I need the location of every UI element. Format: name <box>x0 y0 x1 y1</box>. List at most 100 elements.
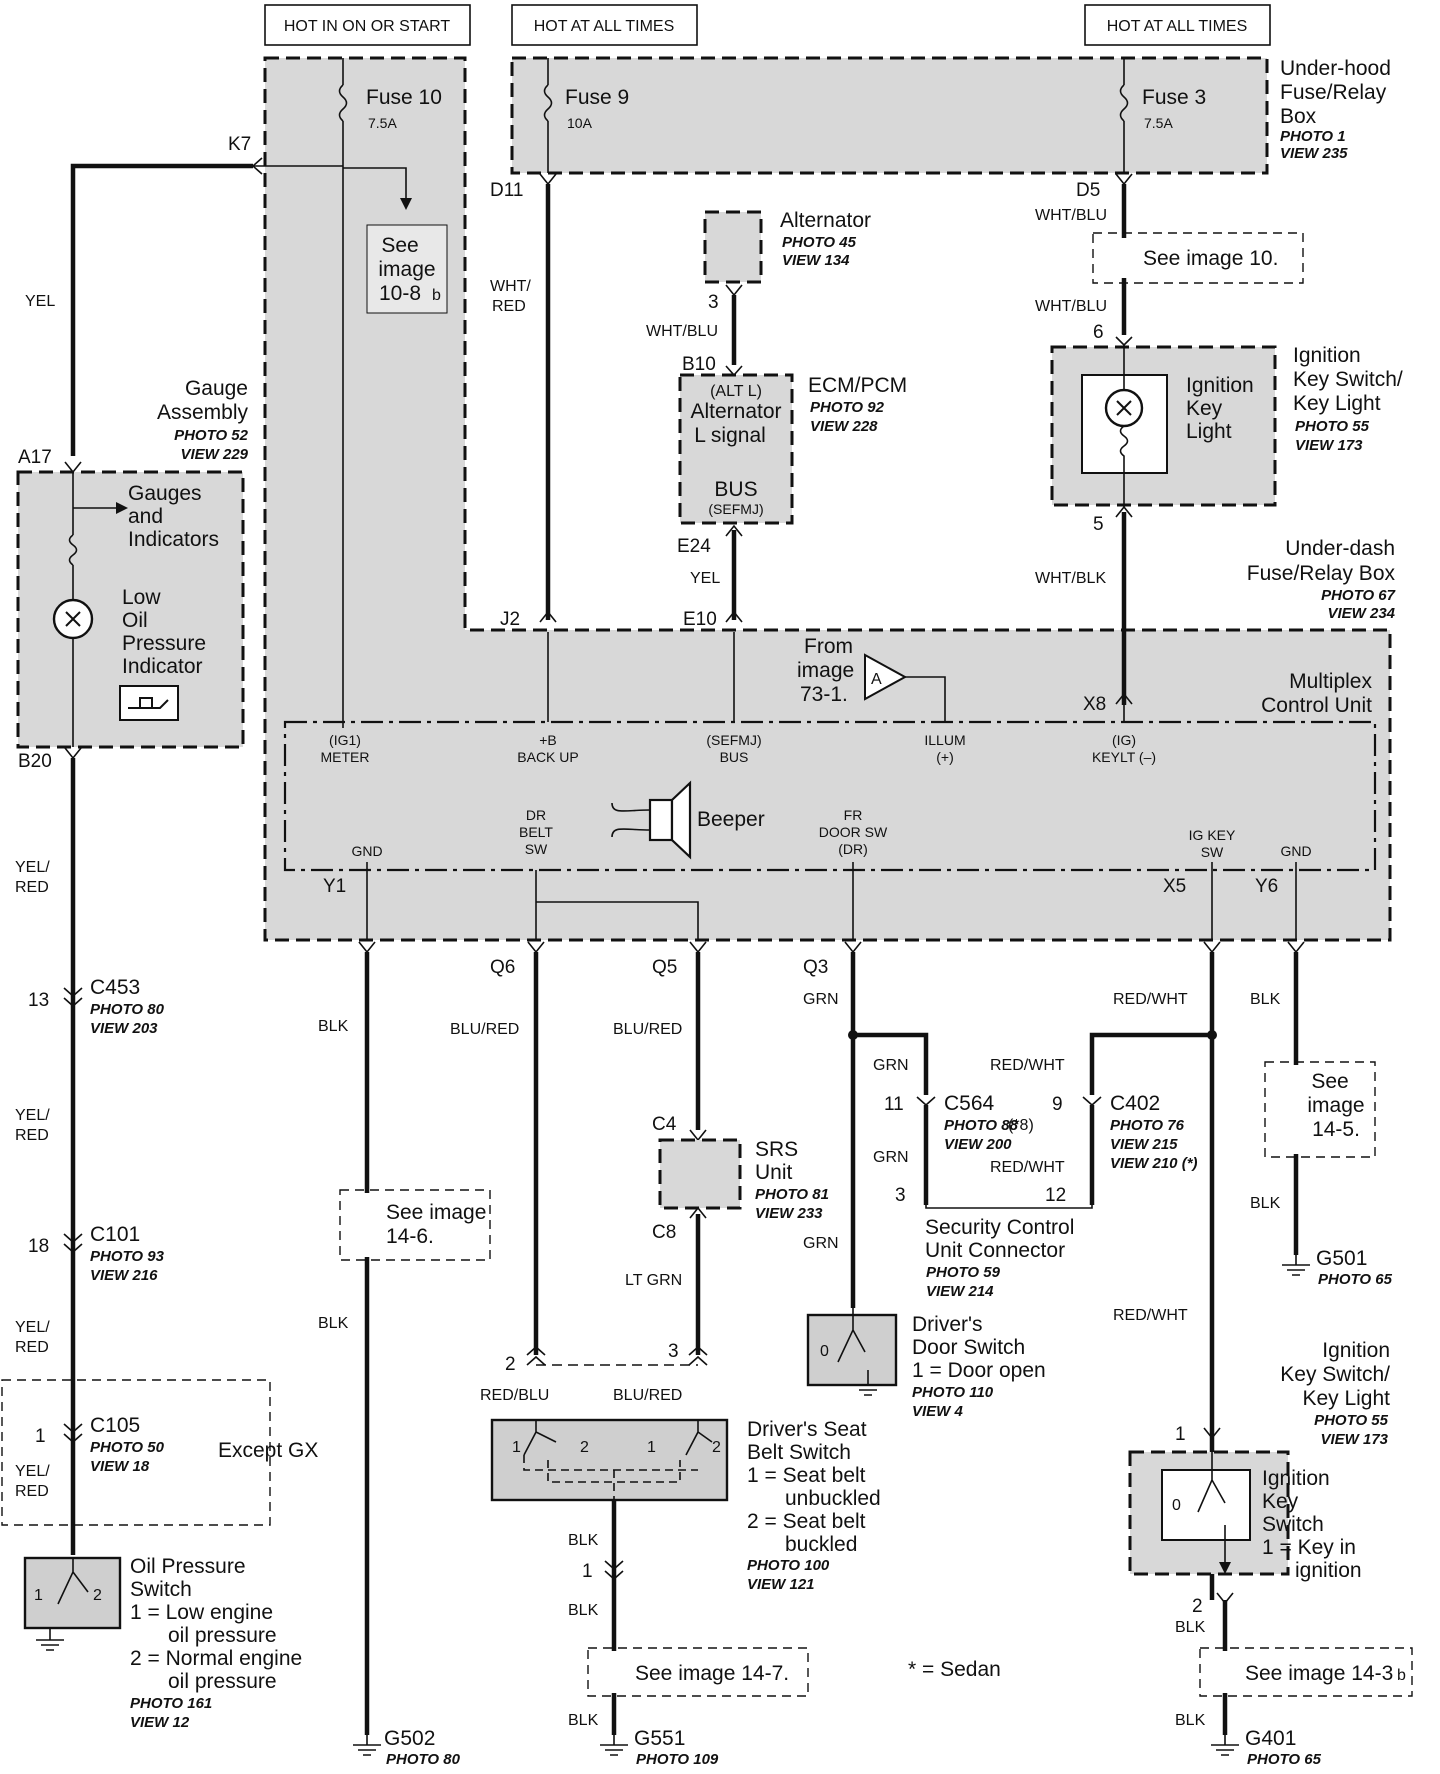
see-image-14-7-gap <box>606 1651 622 1693</box>
see-image-14-6-line1: See image <box>386 1201 486 1224</box>
g502-name: G502 <box>384 1727 435 1750</box>
mcu-term-ig1-b: METER <box>321 749 370 765</box>
gauge-inner-1: Gauges <box>128 482 202 505</box>
wire-label-wht-blu-2: WHT/BLU <box>1035 207 1107 224</box>
see-image-10-box <box>1092 232 1304 284</box>
wire-label-blk-2: BLK <box>318 1315 349 1332</box>
c101-pin: 18 <box>28 1236 49 1257</box>
c453-name: C453 <box>90 976 140 999</box>
alt-pin3-connector-icon <box>725 284 743 297</box>
key-switch-contact-icon <box>1197 1452 1226 1513</box>
seat-switch-contacts-icon <box>523 1420 713 1456</box>
alternator-name: Alternator <box>780 209 871 232</box>
oil-switch-contact-icon <box>57 1558 89 1605</box>
oil-sw-name-4: oil pressure <box>168 1624 277 1647</box>
key-sw-inner-2: Key <box>1262 1490 1299 1513</box>
c105-name: C105 <box>90 1414 140 1437</box>
fuse9-amp: 10A <box>567 115 593 131</box>
c564-note: (*8) <box>1008 1117 1034 1134</box>
mcu-drbelt-branch-line <box>536 901 699 940</box>
key-light-filament-icon <box>1116 400 1132 416</box>
pin-q3: Q3 <box>803 957 828 978</box>
key-light-inner-3: Light <box>1186 420 1232 443</box>
pin-k7: K7 <box>228 134 251 155</box>
seat-name-1: Driver's Seat <box>747 1418 867 1441</box>
c101-name: C101 <box>90 1223 140 1246</box>
g551-photo: PHOTO 109 <box>636 1751 719 1768</box>
wire-label-red-wht-3: RED/WHT <box>990 1159 1065 1176</box>
see-image-14-3-suffix: b <box>1397 1667 1406 1684</box>
key-sw-inner-1: Ignition <box>1262 1467 1330 1490</box>
gauge-branch-arrow-icon <box>116 502 128 514</box>
wire-label-red-wht-2: RED/WHT <box>990 1057 1065 1074</box>
e10-connector-icon <box>725 610 743 623</box>
k7-yel-wire <box>70 163 253 456</box>
c101-view: VIEW 216 <box>90 1267 158 1284</box>
c101-connector-icon <box>63 1233 83 1254</box>
c105-photo: PHOTO 50 <box>90 1439 165 1456</box>
c8-connector-icon <box>689 1206 707 1219</box>
underhood-name-3: Box <box>1280 105 1317 128</box>
wire-label-red-blu: RED/BLU <box>480 1387 549 1404</box>
mcu-term-keylt-b: KEYLT (–) <box>1092 749 1156 765</box>
beeper-leads <box>611 802 651 838</box>
mcu-term-illum-a: ILLUM <box>924 732 965 748</box>
mcu-term-ig1-a: (IG1) <box>329 732 361 748</box>
q3-connector-icon <box>844 941 862 954</box>
see-image-10-gap <box>1118 238 1130 278</box>
pin-c8: C8 <box>652 1222 676 1243</box>
from-image-arrow-label: A <box>871 671 882 688</box>
c402-connector-icon <box>1082 1096 1102 1107</box>
g551-name: G551 <box>634 1727 685 1750</box>
key-light-inner-2: Key <box>1186 397 1223 420</box>
g501-photo: PHOTO 65 <box>1318 1271 1393 1288</box>
security-name-1: Security Control <box>925 1216 1074 1239</box>
see-image-14-3-box <box>1199 1647 1413 1697</box>
c105-view: VIEW 18 <box>90 1458 150 1475</box>
wire-label-yel-red-4b: RED <box>15 1483 49 1500</box>
bulb-filament-icon <box>65 611 81 627</box>
indicator-4: Indicator <box>122 655 203 678</box>
y6-connector-icon <box>1287 941 1305 954</box>
e24-connector-icon <box>725 524 743 537</box>
seat-ground-pin: 1 <box>582 1561 593 1582</box>
c453-connector-icon <box>63 987 83 1008</box>
oil-sw-name-2: Switch <box>130 1578 192 1601</box>
alternator-view: VIEW 134 <box>782 252 850 269</box>
mcu-term-drbelt-a: DR <box>526 807 546 823</box>
fuse10-amp: 7.5A <box>368 115 397 131</box>
from-image-line1: From <box>804 635 853 658</box>
pin-q5: Q5 <box>652 957 677 978</box>
gauge-inner-3: Indicators <box>128 528 219 551</box>
ecm-name: ECM/PCM <box>808 374 907 397</box>
wire-label-grn-2: GRN <box>873 1057 909 1074</box>
ecm-inner-4: BUS <box>714 478 757 501</box>
ign-sw-name-1: Ignition <box>1322 1339 1390 1362</box>
fuse10-branch-arrow-icon <box>400 198 412 210</box>
pin-a17: A17 <box>18 447 52 468</box>
mcu-name-1: Multiplex <box>1289 670 1372 693</box>
wire-label-blk-7: BLK <box>568 1712 599 1729</box>
gauge-name-1: Gauge <box>185 377 248 400</box>
header-box-hot-in-on <box>264 4 471 46</box>
fuse9-element-icon <box>543 84 553 122</box>
y1-connector-icon <box>358 941 376 954</box>
fuse10-element-icon <box>338 84 348 122</box>
security-pin-3: 3 <box>895 1185 906 1206</box>
ign-sw-pin1-connector-icon <box>1203 1427 1221 1440</box>
underdash-view: VIEW 234 <box>1327 605 1395 622</box>
security-view: VIEW 214 <box>926 1283 994 1300</box>
see-image-14-3-gap <box>1218 1651 1234 1693</box>
wire-label-grn-3: GRN <box>873 1149 909 1166</box>
gauge-view: VIEW 229 <box>180 446 248 463</box>
ecm-photo: PHOTO 92 <box>810 399 885 416</box>
security-photo: PHOTO 59 <box>926 1264 1001 1281</box>
wire-label-wht-red-a: WHT/ <box>490 278 531 295</box>
key-sw-inner-3: Switch <box>1262 1513 1324 1536</box>
pin-6: 6 <box>1093 322 1104 343</box>
wire-label-yel-red-1b: RED <box>15 879 49 896</box>
see-image-10-8-line1: See <box>381 234 418 257</box>
mcu-term-backup-a: +B <box>539 732 557 748</box>
indicator-3: Pressure <box>122 632 206 655</box>
